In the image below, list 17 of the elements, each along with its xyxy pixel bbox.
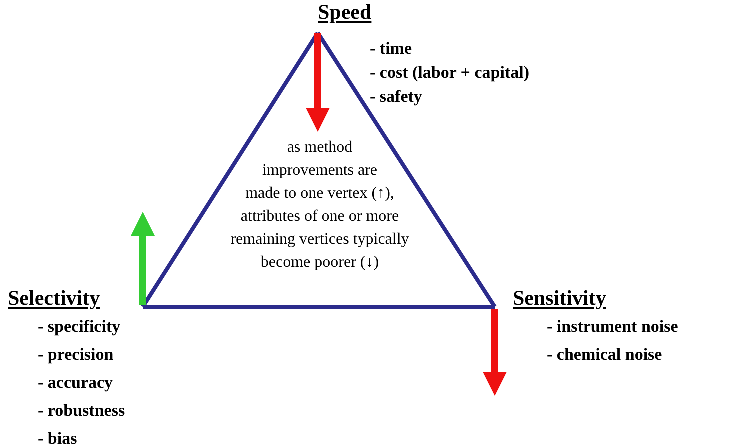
- attribute-list-item: - cost (labor + capital): [370, 62, 530, 84]
- explanation-text: as method improvements are made to one vertex (↑), attributes of one or more remaining vertices typically become poorer (↓): [230, 138, 410, 273]
- attribute-list-item: - chemical noise: [547, 344, 662, 366]
- triangle-side: [141, 32, 320, 308]
- attribute-list-item: - safety: [370, 86, 422, 108]
- vertex-heading: Sensitivity: [513, 286, 606, 310]
- attribute-list-item: - robustness: [38, 400, 126, 422]
- attribute-list-item: - instrument noise: [547, 316, 678, 338]
- triangle-side: [143, 305, 495, 309]
- attribute-list-item: - specificity: [38, 316, 121, 338]
- triangle-side: [316, 32, 497, 308]
- attribute-list-item: - bias: [38, 428, 78, 447]
- attribute-list-item: - precision: [38, 344, 114, 366]
- vertex-heading: Speed: [318, 0, 372, 24]
- attribute-list-item: - time: [370, 38, 412, 60]
- attribute-list-item: - accuracy: [38, 372, 114, 394]
- vertex-heading: Selectivity: [8, 286, 100, 310]
